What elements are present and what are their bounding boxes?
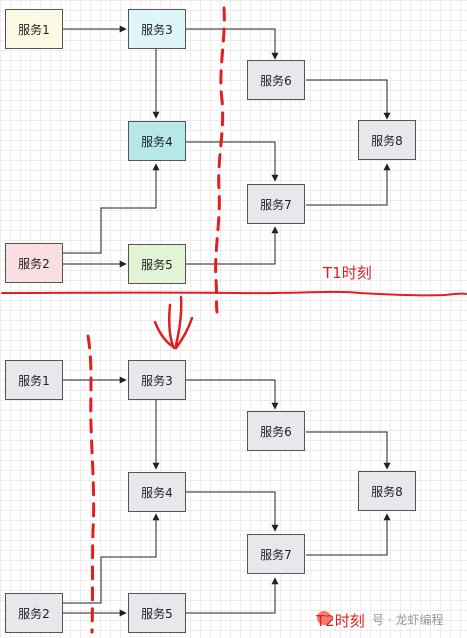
node-service-2-top[interactable]: 服务2 (5, 243, 63, 283)
edge-s2-s4-bottom (63, 513, 160, 604)
edge-s4-s7-bottom (186, 491, 279, 532)
edge-s4-s7-top (186, 141, 279, 182)
node-service-5-bottom[interactable]: 服务5 (128, 593, 186, 633)
t1-cut-line (214, 6, 226, 314)
node-service-1-top[interactable]: 服务1 (5, 9, 63, 49)
edge-s3-s6-bottom (186, 379, 279, 410)
edge-s6-s8-top (306, 79, 391, 120)
edge-s5-s7-top (186, 226, 279, 265)
edge-s2-s4-top (63, 163, 160, 254)
node-service-6-bottom[interactable]: 服务6 (247, 411, 305, 451)
edge-s7-s8-bottom (306, 513, 391, 556)
node-service-4-top[interactable]: 服务4 (128, 121, 186, 161)
node-service-7-bottom[interactable]: 服务7 (247, 534, 305, 574)
node-service-3-bottom[interactable]: 服务3 (128, 360, 186, 400)
transition-arrow (153, 295, 194, 350)
node-service-7-top[interactable]: 服务7 (247, 184, 305, 224)
node-service-8-top[interactable]: 服务8 (358, 120, 416, 160)
t2-cut-line (86, 334, 96, 634)
node-service-2-bottom[interactable]: 服务2 (5, 593, 63, 633)
node-service-3-top[interactable]: 服务3 (128, 9, 186, 49)
node-service-6-top[interactable]: 服务6 (247, 60, 305, 100)
edge-s6-s8-bottom (306, 431, 391, 470)
edge-s3-s6-top (186, 28, 279, 60)
watermark-logo-icon (317, 611, 331, 625)
node-service-8-bottom[interactable]: 服务8 (358, 471, 416, 511)
t1-moment-label: T1时刻 (323, 264, 372, 282)
node-service-4-bottom[interactable]: 服务4 (128, 472, 186, 512)
edge-s7-s8-top (306, 163, 391, 206)
edge-s5-s7-bottom (186, 577, 279, 614)
node-service-1-bottom[interactable]: 服务1 (5, 360, 63, 400)
t1-separator-line (1, 290, 467, 297)
t2-moment-label: T2时刻 (316, 612, 365, 630)
node-service-5-top[interactable]: 服务5 (128, 244, 186, 284)
watermark-text: 号 · 龙虾编程 (372, 613, 444, 627)
